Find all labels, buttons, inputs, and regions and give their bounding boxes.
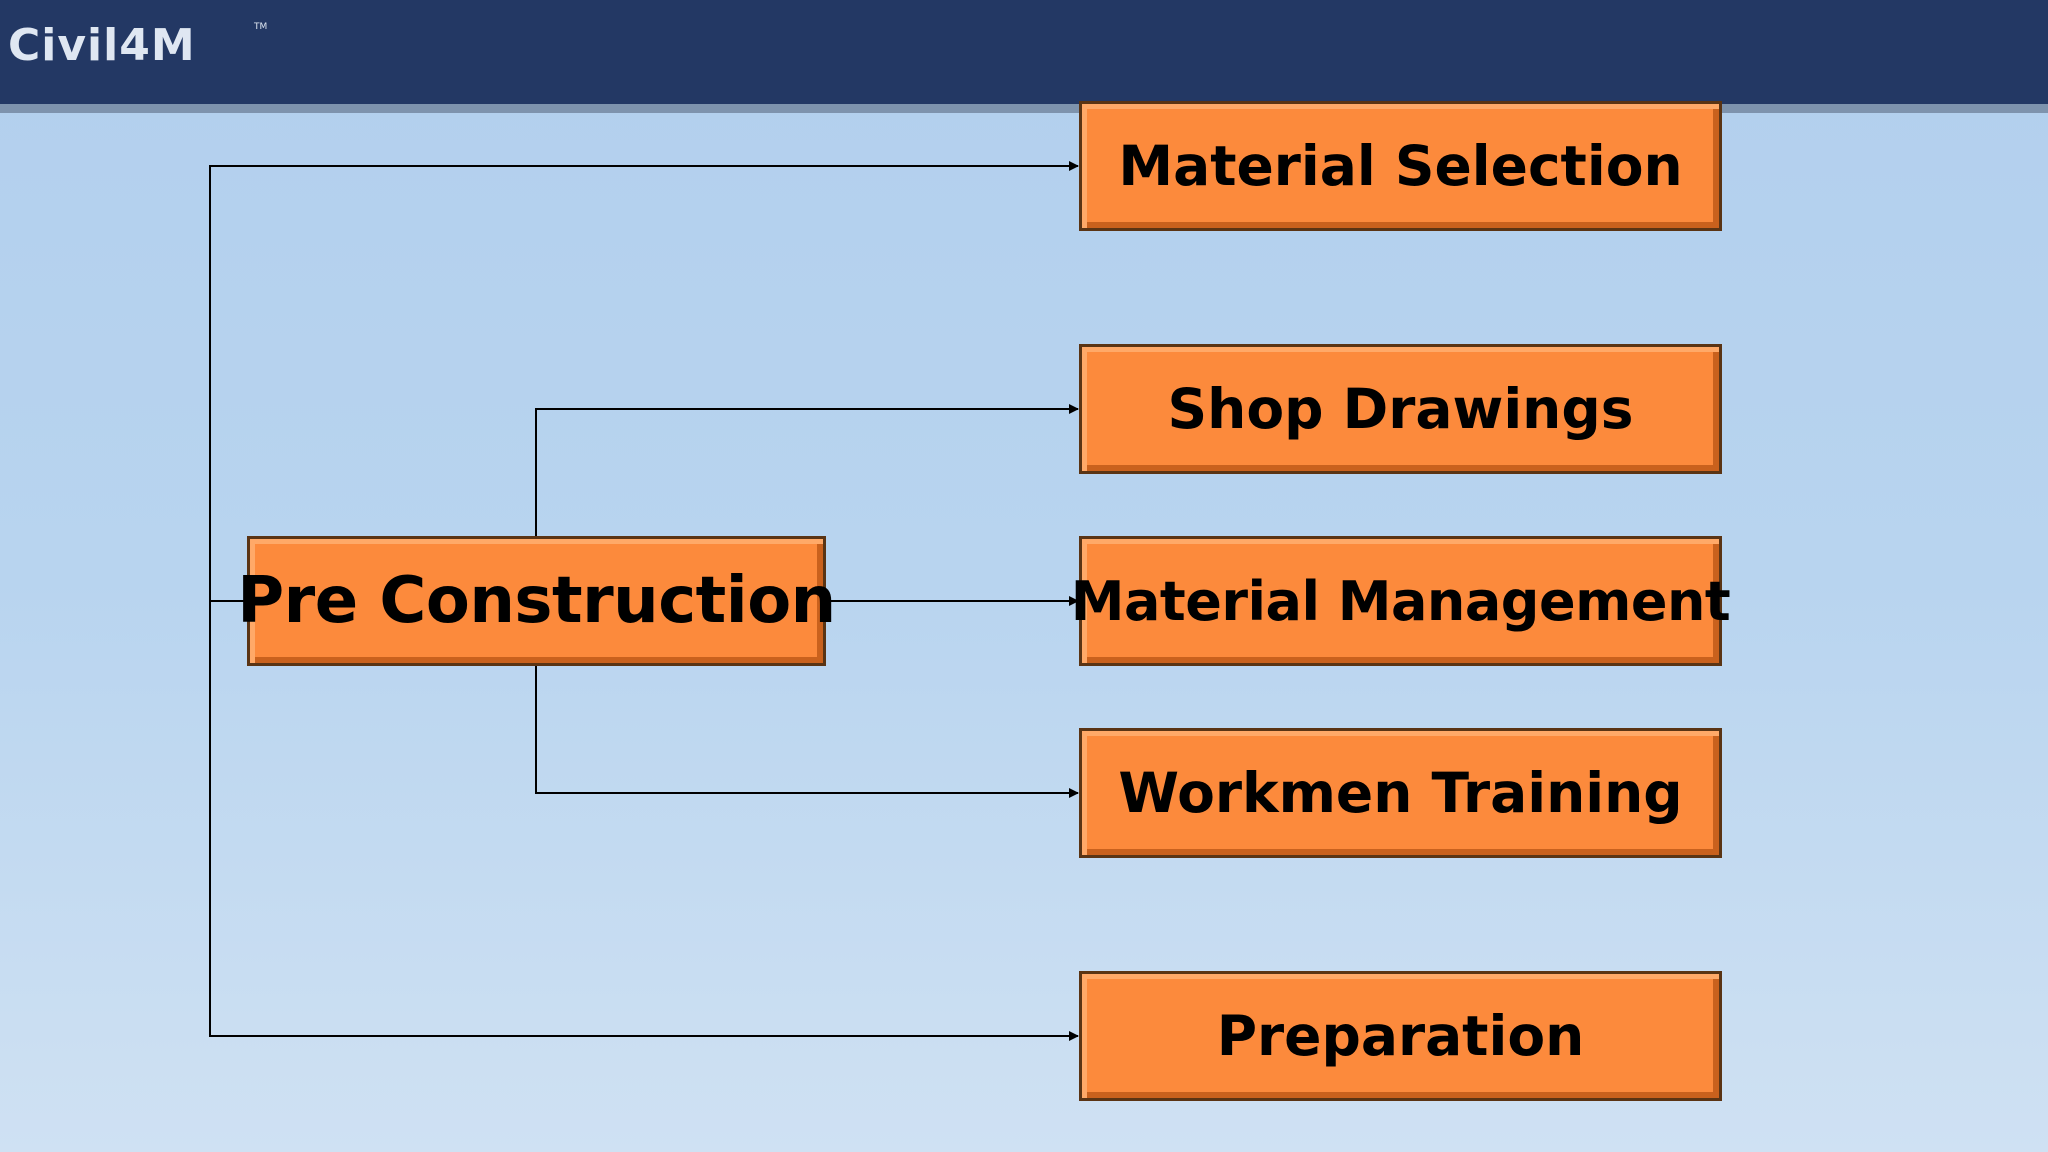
header-bar	[0, 0, 2048, 104]
connector-shop-drawings	[535, 404, 1079, 536]
node-shop-drawings: Shop Drawings	[1079, 344, 1722, 474]
node-label: Material Management	[1070, 569, 1731, 633]
node-label: Preparation	[1216, 1004, 1585, 1068]
node-material-selection: Material Selection	[1079, 101, 1722, 231]
node-workmen-training: Workmen Training	[1079, 728, 1722, 858]
header-divider	[0, 104, 2048, 113]
node-material-management: Material Management	[1071, 536, 1731, 666]
node-label: Shop Drawings	[1167, 377, 1634, 441]
node-pre-construction: Pre Construction	[237, 536, 836, 666]
brand-logo: Civil4M	[8, 20, 196, 71]
trademark-mark: TM	[254, 22, 268, 32]
node-label: Pre Construction	[237, 564, 836, 638]
connector-preparation	[209, 601, 1079, 1041]
node-label: Material Selection	[1118, 134, 1683, 198]
connector-material-selection	[209, 161, 1079, 602]
connector-workmen-training	[535, 666, 1079, 798]
node-label: Workmen Training	[1118, 761, 1683, 825]
node-preparation: Preparation	[1079, 971, 1722, 1101]
